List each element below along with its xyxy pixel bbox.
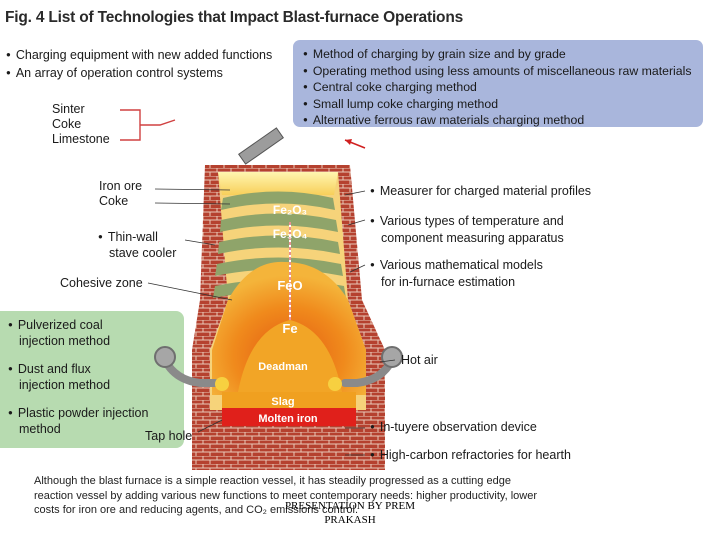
- sinter-label: Sinter: [52, 102, 85, 116]
- injection-item-pulverized-coal: Pulverized coal injection method: [8, 318, 110, 349]
- stave-cooler-label: Thin-wall stave cooler: [98, 230, 177, 261]
- raw-materials-bracket: [120, 109, 176, 141]
- raw-materials-labels: Sinter Coke Limestone: [52, 102, 110, 147]
- injection-item-dust-flux: Dust and flux injection method: [8, 362, 110, 393]
- molten-iron-layer: [222, 408, 356, 426]
- coke-label: Coke: [52, 117, 82, 131]
- hearth-item-observation: In-tuyere observation device: [370, 420, 537, 437]
- deadman: [238, 320, 342, 392]
- leader-lines: [147, 188, 396, 456]
- cohesive-zone-label: Cohesive zone: [60, 276, 143, 290]
- measurement-item-profile: Measurer for charged material profiles: [370, 184, 591, 201]
- deadman-label: Deadman: [258, 361, 308, 373]
- hot-air-label: Hot air: [401, 353, 438, 367]
- list-item: Small lump coke charging method: [303, 97, 692, 114]
- list-item: Central coke charging method: [303, 80, 692, 97]
- figure-title: Fig. 4 List of Technologies that Impact …: [5, 9, 464, 26]
- list-item: Alternative ferrous raw materials chargi…: [303, 113, 692, 130]
- top-left-list: Charging equipment with new added functi…: [6, 47, 272, 83]
- list-item: Operating method using less amounts of m…: [303, 64, 692, 81]
- molten-iron-label: Molten iron: [258, 413, 318, 425]
- injection-item-plastic-powder: Plastic powder injection method: [8, 406, 149, 437]
- list-item: An array of operation control systems: [6, 65, 272, 83]
- hearth-item-refractories: High-carbon refractories for hearth: [370, 448, 571, 465]
- measurement-item-models: Various mathematical models for in-furna…: [370, 258, 543, 290]
- tap-hole-label: Tap hole: [145, 429, 193, 443]
- figure-caption: Although the blast furnace is a simple r…: [34, 475, 538, 516]
- slag-label: Slag: [271, 396, 294, 408]
- fe-label: Fe: [282, 321, 297, 336]
- coke-layer-label: Coke: [99, 194, 129, 208]
- charging-chute: [238, 127, 284, 165]
- slag-layer: [222, 392, 356, 408]
- list-item: Method of charging by grain size and by …: [303, 47, 692, 64]
- feo-label: FeO: [277, 278, 302, 293]
- presenter-watermark: PRESENTATION BY PREM PRAKASH: [284, 500, 416, 526]
- fe2o3-label: Fe₂O₃: [273, 203, 307, 217]
- layer-labels: Iron ore Coke: [99, 179, 142, 209]
- furnace-top: [218, 172, 338, 195]
- iron-ore-label: Iron ore: [99, 179, 143, 193]
- fe3o4-label: Fe₃O₄: [273, 227, 308, 241]
- measurement-item-temperature: Various types of temperature and compone…: [370, 214, 564, 246]
- charging-methods-list: Method of charging by grain size and by …: [303, 47, 692, 130]
- limestone-label: Limestone: [52, 132, 110, 146]
- list-item: Charging equipment with new added functi…: [6, 47, 272, 65]
